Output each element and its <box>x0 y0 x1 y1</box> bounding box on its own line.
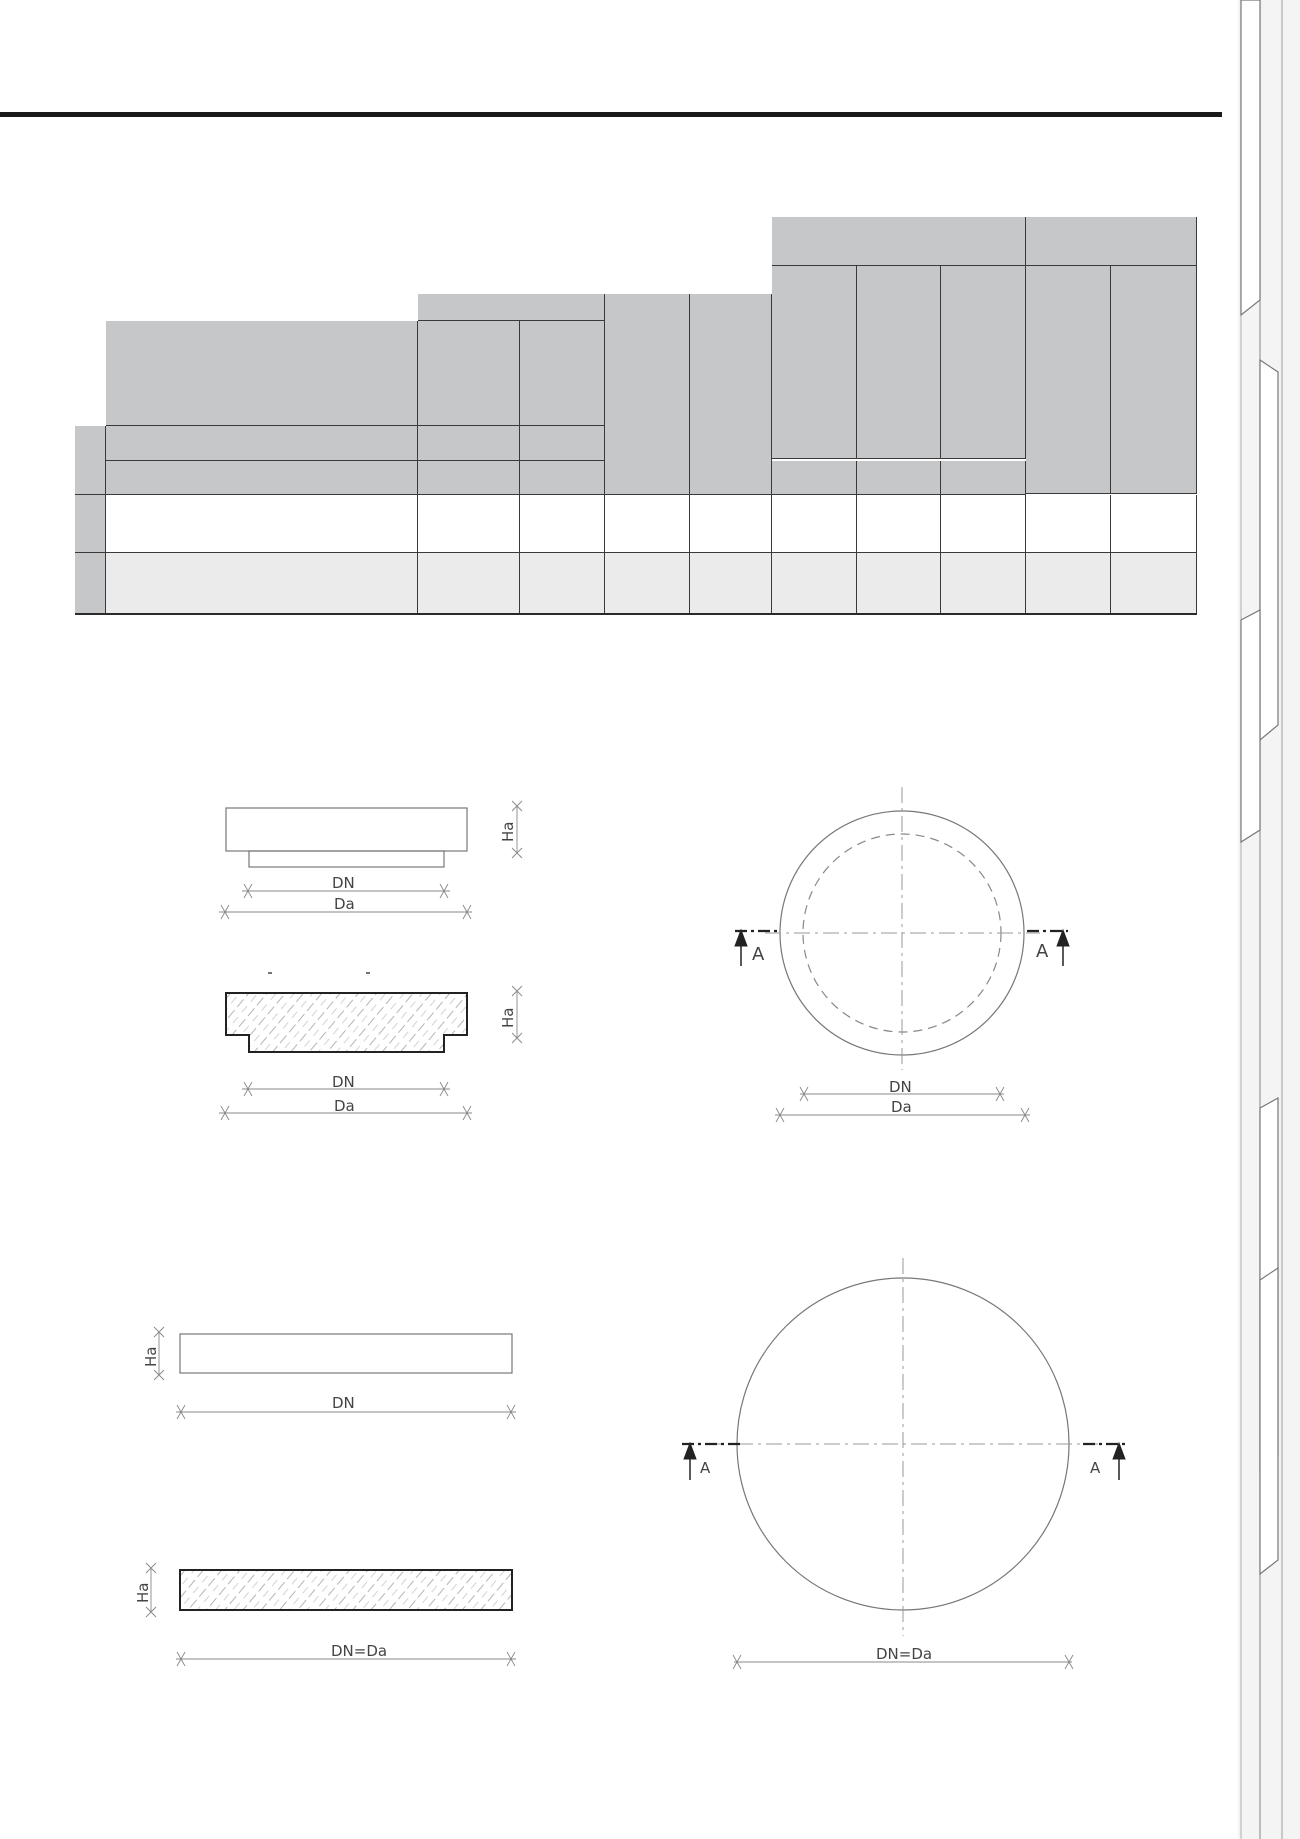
table-cell <box>1111 495 1197 553</box>
table-cell <box>520 495 605 553</box>
table-cell <box>418 461 520 495</box>
flat-slab-section-view <box>145 1562 516 1667</box>
dim-dn-3: DN <box>889 1078 912 1096</box>
table-cell <box>75 495 106 553</box>
dim-ha-5: Ha <box>134 1583 152 1603</box>
table-cell <box>75 426 106 495</box>
table-cell <box>690 495 772 553</box>
table-cell <box>772 553 857 614</box>
table-cell <box>605 294 690 487</box>
tab-5[interactable] <box>1259 1266 1279 1576</box>
table-cell <box>1111 266 1197 494</box>
table-cell <box>106 553 418 614</box>
dim-dn-4: DN <box>332 1394 355 1412</box>
stepped-lid-section-view <box>219 972 523 1121</box>
table-cell <box>772 266 857 459</box>
table-cell <box>520 321 605 426</box>
dim-dn-1: DN <box>332 874 355 892</box>
table-cell <box>1026 266 1111 494</box>
table-cell <box>772 461 857 495</box>
table-cell <box>106 495 418 553</box>
table-cell <box>75 553 106 614</box>
flat-slab-plan-view <box>682 1258 1126 1670</box>
table-cell <box>520 461 605 495</box>
header-rule <box>0 112 1222 117</box>
table-cell <box>1026 553 1111 614</box>
table-cell <box>106 321 418 426</box>
table-cell <box>857 461 941 495</box>
table-cell <box>857 266 941 459</box>
section-mark-left-1: A <box>752 944 765 965</box>
table-cell <box>605 461 690 495</box>
dim-ha-4: Ha <box>142 1347 160 1367</box>
section-mark-left-2: A <box>700 1459 711 1477</box>
dim-da-3: Da <box>891 1098 912 1116</box>
table-cell <box>857 495 941 553</box>
dim-da-2: Da <box>334 1097 355 1115</box>
table-cell <box>1111 553 1197 614</box>
stepped-lid-side-view <box>219 800 523 920</box>
tab-2[interactable] <box>1259 358 1279 742</box>
table-cell <box>106 426 418 461</box>
specification-table <box>75 217 1197 615</box>
table-cell <box>418 426 520 461</box>
stepped-lid-plan-view <box>734 787 1070 1123</box>
table-bottom-rule <box>75 613 1197 615</box>
table-cell <box>772 495 857 553</box>
table-cell <box>605 495 690 553</box>
table-cell <box>690 294 772 487</box>
dim-dn-da-6: DN=Da <box>876 1645 932 1663</box>
flat-slab-side-view <box>153 1326 516 1420</box>
table-cell <box>520 553 605 614</box>
table-cell <box>418 495 520 553</box>
table-cell <box>690 553 772 614</box>
tab-3[interactable] <box>1240 609 1261 844</box>
chapter-tabs <box>1238 0 1300 1839</box>
table-cell <box>1026 495 1111 553</box>
table-cell <box>941 495 1026 553</box>
dim-dn-2: DN <box>332 1073 355 1091</box>
table-cell <box>1026 217 1197 266</box>
technical-drawings: Ha DN Da Ha DN Da A A <box>134 787 1126 1670</box>
tab-1[interactable] <box>1240 0 1261 317</box>
dim-dn-da-5: DN=Da <box>331 1642 387 1660</box>
section-mark-right-1: A <box>1036 941 1049 962</box>
dim-ha-2: Ha <box>499 1008 517 1028</box>
table-cell <box>690 461 772 495</box>
table-cell <box>418 321 520 426</box>
table-cell <box>418 294 605 321</box>
table-cell <box>106 461 418 495</box>
table-cell <box>941 266 1026 459</box>
table-cell <box>941 461 1026 495</box>
dim-ha-1: Ha <box>499 822 517 842</box>
section-mark-right-2: A <box>1090 1459 1101 1477</box>
dim-da-1: Da <box>334 895 355 913</box>
table-cell <box>520 426 605 461</box>
table-cell <box>772 217 1026 266</box>
